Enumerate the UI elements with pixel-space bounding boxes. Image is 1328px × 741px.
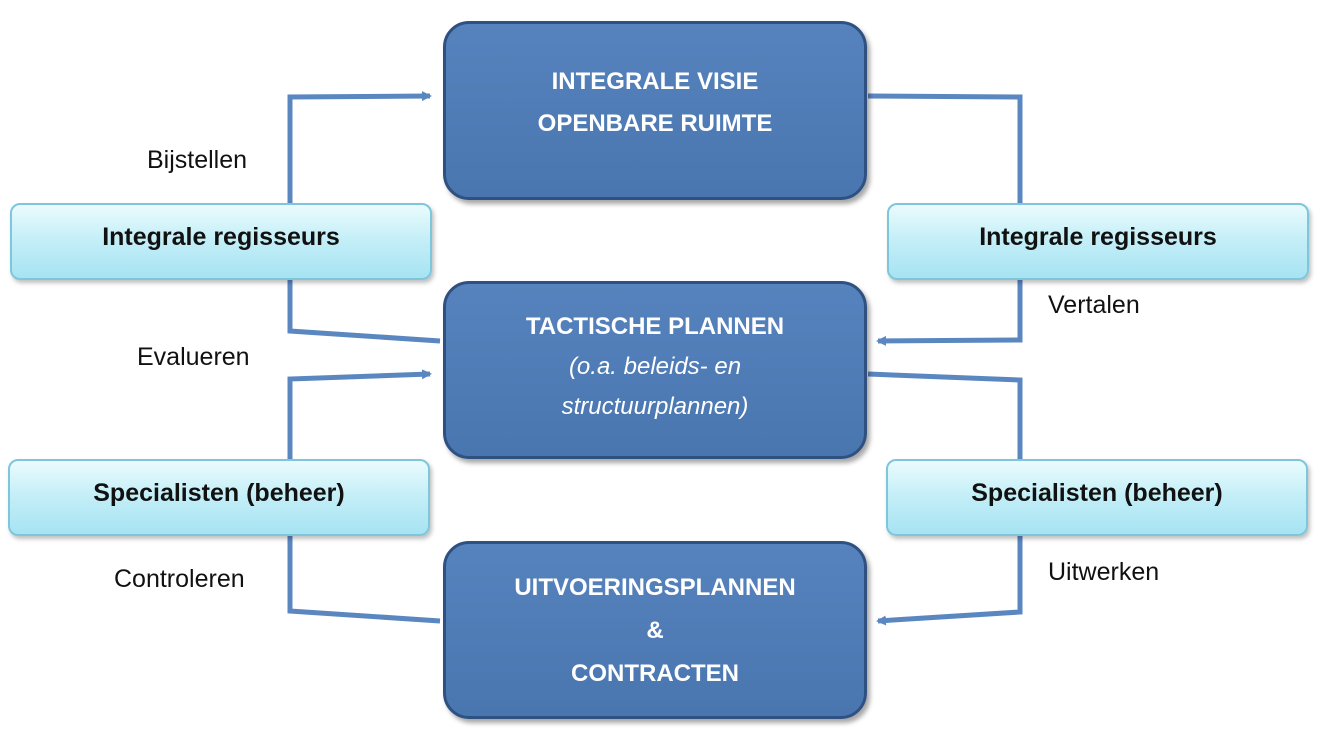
- tactical-subtitle-1: (o.a. beleids- en: [568, 353, 742, 380]
- label-uitwerken: Uitwerken: [1048, 558, 1160, 586]
- vision-line-1: INTEGRALE VISIE: [551, 67, 759, 95]
- tactical-subtitle-2: structuurplannen): [561, 393, 749, 420]
- box-integrale-visie: INTEGRALE VISIE OPENBARE RUIMTE: [443, 21, 867, 200]
- execution-line-1: UITVOERINGSPLANNEN: [514, 573, 796, 601]
- box-tactische-plannen: TACTISCHE PLANNEN (o.a. beleids- en stru…: [443, 281, 867, 459]
- tactical-title: TACTISCHE PLANNEN: [525, 313, 785, 340]
- role-specialisten-left-label: Specialisten (beheer): [93, 479, 345, 507]
- label-vertalen: Vertalen: [1048, 291, 1140, 319]
- role-specialisten-left: Specialisten (beheer): [8, 459, 430, 536]
- role-regisseurs-right-label: Integrale regisseurs: [979, 223, 1217, 251]
- role-specialisten-right: Specialisten (beheer): [886, 459, 1308, 536]
- execution-line-3: CONTRACTEN: [571, 659, 739, 687]
- label-evalueren: Evalueren: [137, 343, 250, 371]
- box-uitvoeringsplannen: UITVOERINGSPLANNEN & CONTRACTEN: [443, 541, 867, 719]
- role-regisseurs-left-label: Integrale regisseurs: [102, 223, 340, 251]
- label-controleren: Controleren: [114, 565, 245, 593]
- label-bijstellen: Bijstellen: [147, 146, 248, 174]
- role-specialisten-right-label: Specialisten (beheer): [971, 479, 1223, 507]
- role-regisseurs-left: Integrale regisseurs: [10, 203, 432, 280]
- role-regisseurs-right: Integrale regisseurs: [887, 203, 1309, 280]
- vision-line-2: OPENBARE RUIMTE: [537, 109, 773, 137]
- execution-line-2: &: [646, 616, 664, 644]
